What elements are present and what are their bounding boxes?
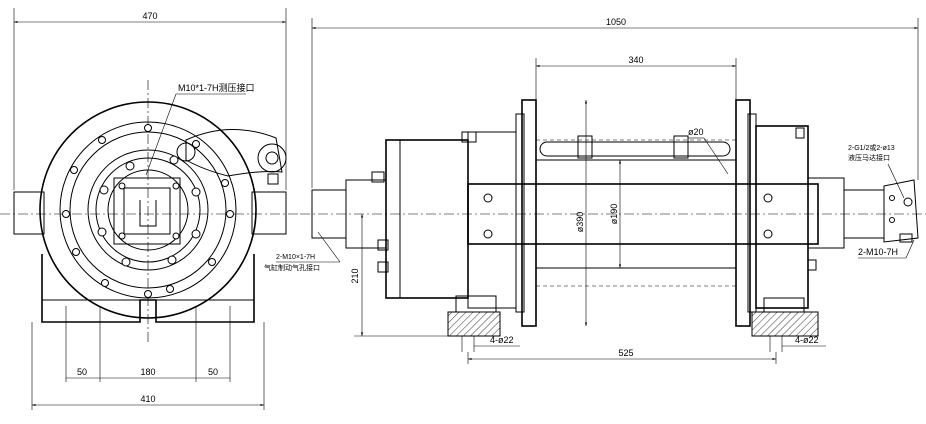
brake-port-code: 2-M10×1-7H <box>276 254 315 261</box>
motor-plug-2 <box>807 259 817 271</box>
motor-plug-3 <box>899 233 913 243</box>
dim-base-left: 50 <box>77 367 87 377</box>
port-plug-2 <box>377 261 389 273</box>
end-view: 470 M10*1-7H测压接口 50 180 50 410 <box>0 8 300 410</box>
dim-base-mid: 180 <box>140 367 155 377</box>
port-plug-1 <box>377 239 389 251</box>
right-foot <box>751 311 819 337</box>
motor-housing <box>755 125 809 309</box>
dim-410-text: 410 <box>140 394 155 404</box>
left-shaft-stub <box>13 191 45 235</box>
hub-outer <box>87 149 209 271</box>
hub-ring <box>95 157 201 263</box>
end-view-base <box>41 254 255 323</box>
drive-square-outer <box>113 177 181 245</box>
pin-dia-text: ø20 <box>688 127 704 137</box>
main-shaft <box>467 183 819 245</box>
rod-clamp-right <box>673 135 689 159</box>
side-view: 1050 340 ø20 ø390 ø190 210 2-M10×1-7H 气缸… <box>264 17 926 364</box>
lever-pivot <box>176 142 196 162</box>
brake-lever <box>185 129 283 177</box>
foot-holes-left-text: 4-ø22 <box>490 335 514 345</box>
housing-boss <box>461 131 477 143</box>
dim-210-text: 210 <box>350 268 360 283</box>
test-port-leader <box>145 93 177 176</box>
brake-housing <box>385 139 469 299</box>
motor-plug-1 <box>795 127 805 139</box>
dim-340-text: 340 <box>628 55 643 65</box>
dim-470-text: 470 <box>142 11 157 21</box>
shaft-bolt-1 <box>483 193 493 203</box>
guard-rod <box>539 141 731 157</box>
dim-190-text: ø190 <box>609 204 619 225</box>
motor-port-code: 2-G1/2或2-ø13 <box>848 143 895 152</box>
left-plug <box>371 171 385 183</box>
right-foot-upper <box>763 297 805 313</box>
motor-thread-leader <box>905 239 915 259</box>
inner-bolts <box>97 155 201 267</box>
motor-adapter <box>807 177 845 249</box>
outer-housing <box>39 101 257 319</box>
shaft-bolt-4 <box>763 229 773 239</box>
test-port-label: M10*1-7H测压接口 <box>178 82 255 93</box>
shaft-bolt-3 <box>763 193 773 203</box>
drive-square-inner <box>123 187 171 235</box>
brake-port-desc: 气缸制动气孔接口 <box>264 263 320 272</box>
motor-port-1 <box>903 197 913 207</box>
shaft-bolt-2 <box>483 229 493 239</box>
pin-dia-leader <box>703 137 729 175</box>
left-foot-upper <box>455 295 497 313</box>
dim-390-text: ø390 <box>575 212 585 233</box>
motor-port-leader <box>887 163 905 199</box>
motor-end-cap <box>883 179 919 243</box>
lever-nut <box>267 173 279 185</box>
flange-rim-left <box>515 113 525 313</box>
brake-note-leader <box>317 231 341 263</box>
drum-body <box>535 159 737 269</box>
dim-base-right: 50 <box>208 367 218 377</box>
rod-clamp-left <box>577 135 593 159</box>
left-foot <box>447 311 501 337</box>
outer-bolts <box>62 124 234 298</box>
dim-1050-text: 1050 <box>606 17 626 27</box>
motor-port-desc: 液压马达接口 <box>848 153 890 162</box>
lever-pin <box>265 151 279 165</box>
gear-housing <box>467 131 517 309</box>
dim-525-text: 525 <box>618 348 633 358</box>
motor-port-2 <box>889 195 895 201</box>
motor-port-3 <box>889 217 895 223</box>
right-shaft-stub <box>251 191 287 235</box>
foot-holes-right-text: 4-ø22 <box>795 335 819 345</box>
keyway <box>139 200 157 227</box>
motor-thread-label: 2-M10-7H <box>858 247 898 257</box>
